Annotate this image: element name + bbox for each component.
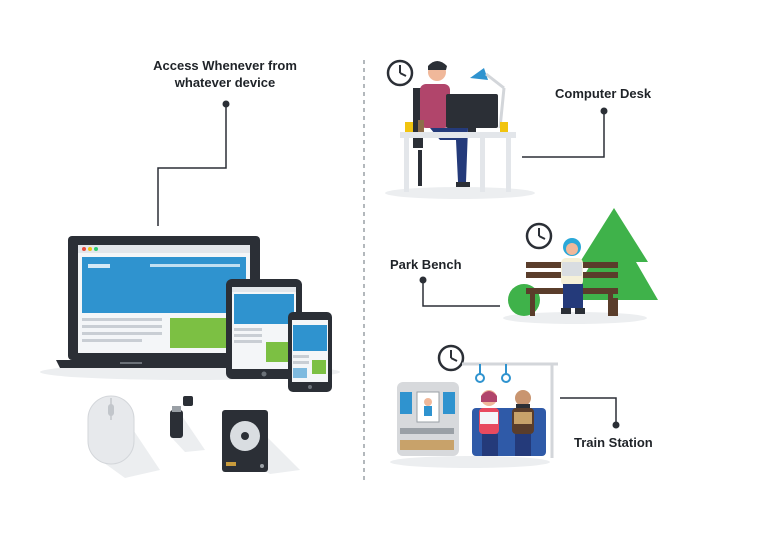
usb-drive-icon: [170, 396, 205, 452]
train-shadow: [390, 456, 550, 468]
clock-icon: [437, 344, 465, 372]
desk-lamp-icon: [470, 68, 506, 129]
desk-connector: [522, 107, 608, 158]
access-caption: Access Whenever from whatever device: [140, 57, 310, 91]
train-passenger-woman: [479, 390, 499, 456]
train-passenger-man: [512, 390, 534, 456]
access-caption-line1: Access Whenever from: [153, 58, 297, 73]
access-connector: [157, 100, 230, 226]
park-person: [561, 238, 585, 314]
train-station-label: Train Station: [574, 435, 653, 450]
park-bench-label: Park Bench: [390, 257, 462, 272]
mouse-icon: [87, 395, 160, 478]
tablet-icon: [226, 279, 302, 379]
computer-desk-label: Computer Desk: [555, 86, 652, 101]
laptop-icon: [56, 236, 272, 368]
park-connector: [419, 276, 500, 307]
desk-scene: [400, 61, 516, 192]
access-caption-line2: whatever device: [174, 75, 276, 90]
phone-icon: [288, 312, 332, 392]
train-connector: [560, 397, 620, 429]
train-icon: [397, 382, 459, 456]
hard-drive-icon: [222, 410, 300, 474]
train-handrail: [462, 362, 558, 458]
clock-icon: [525, 222, 553, 250]
desk-shadow: [385, 187, 535, 199]
clock-icon: [386, 59, 414, 87]
